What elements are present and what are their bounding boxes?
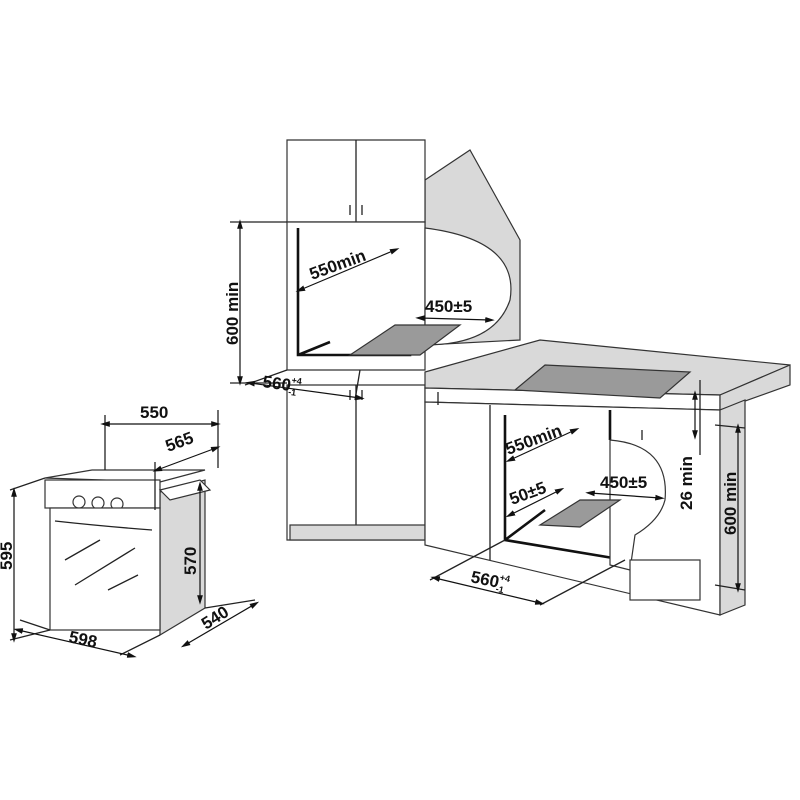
under-vent-label: 450±5 xyxy=(600,473,647,492)
oven-height-body-label: 570 xyxy=(181,547,200,575)
upper-width-value: 560 xyxy=(261,372,292,395)
oven-depth-total-label: 565 xyxy=(163,428,196,456)
upper-width-tol-minus: -1 xyxy=(288,387,297,398)
oven-knob-icon xyxy=(72,495,86,509)
upper-vent-label: 450±5 xyxy=(425,297,472,316)
under-height-label: 600 min xyxy=(721,472,740,535)
oven-height-total-label: 595 xyxy=(0,542,16,570)
oven-knob-icon xyxy=(91,496,105,510)
oven-glass-reflection xyxy=(64,539,139,591)
upper-width-tol-plus: +4 xyxy=(291,375,303,386)
under-top-gap-label: 26 min xyxy=(677,456,696,510)
hob-cutout xyxy=(513,364,692,399)
vent-opening xyxy=(348,324,462,356)
oven-depth-top-label: 550 xyxy=(140,403,168,422)
oven-width-label: 598 xyxy=(67,627,99,651)
under-vent-callout xyxy=(609,439,666,571)
upper-height-label: 600 min xyxy=(223,282,242,345)
under-width-tol-plus: +4 xyxy=(499,572,511,584)
under-width-tol-minus: -1 xyxy=(495,584,505,595)
upper-width-label: 560+4-1 xyxy=(261,371,302,398)
oven-handle xyxy=(54,520,153,531)
